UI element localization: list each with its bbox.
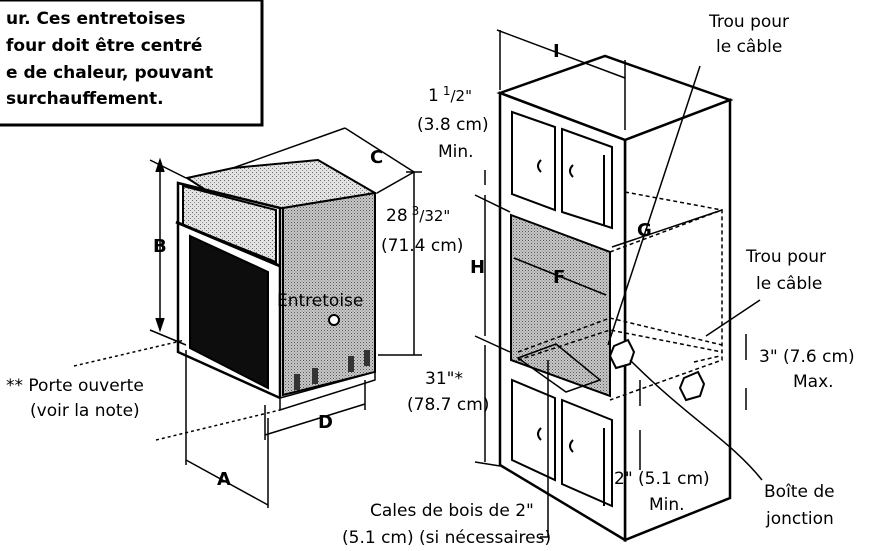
- junction-box-icon: [678, 370, 706, 402]
- spacer-screw-icon: [328, 314, 340, 326]
- spacer-label: Entretoise: [277, 291, 363, 311]
- oven-illustration: [175, 158, 378, 412]
- cabinet-illustration: [496, 54, 734, 543]
- dimension-letter-b: B: [153, 236, 167, 257]
- min-gap-label: 2" (5.1 cm): [614, 469, 710, 489]
- junction-box-label-2: jonction: [765, 509, 834, 529]
- gap-top-min-label: Min.: [438, 142, 474, 162]
- door-open-label: ** Porte ouverte: [6, 376, 144, 396]
- door-note-label: (voir la note): [30, 401, 140, 421]
- dimension-letter-a: A: [217, 469, 231, 490]
- note-line-3: e de chaleur, pouvant: [6, 63, 213, 83]
- wood-shims-label: Cales de bois de 2": [370, 501, 534, 521]
- height-label-cm: (71.4 cm): [381, 236, 463, 256]
- max-gap-label: 3" (7.6 cm): [759, 347, 855, 367]
- max-gap-max-label: Max.: [793, 372, 834, 392]
- note-line-2: four doit être centré: [6, 36, 202, 56]
- dimension-letter-i: I: [553, 41, 560, 62]
- cable-hole-right-label: Trou pour: [745, 247, 826, 267]
- junction-box-label: Boîte de: [764, 482, 835, 502]
- dimension-letter-f: F: [553, 267, 565, 288]
- dimension-letter-d: D: [318, 412, 333, 433]
- cable-hole-top-label: Trou pour: [708, 12, 789, 32]
- cable-hole-right-label-2: le câble: [756, 274, 822, 294]
- gap-top-cm-label: (3.8 cm): [417, 115, 489, 135]
- note-line-4: surchauffement.: [6, 89, 164, 109]
- dimension-letter-c: C: [370, 147, 383, 168]
- note-line-1: ur. Ces entretoises: [6, 9, 186, 29]
- min-gap-min-label: Min.: [649, 495, 685, 515]
- junction-box-icon: [608, 338, 636, 370]
- floor-height-cm-label: (78.7 cm): [407, 395, 489, 415]
- warning-note-box: ur. Ces entretoises four doit être centr…: [0, 0, 264, 127]
- wood-shims-label-2: (5.1 cm) (si nécessaires): [342, 528, 551, 548]
- dimension-letter-h: H: [470, 257, 485, 278]
- floor-height-label: 31"*: [425, 369, 463, 389]
- dimension-letter-g: G: [637, 220, 652, 241]
- cabinet-dimension-lines: [474, 29, 763, 538]
- oven-dimension-lines: [73, 127, 422, 508]
- cable-hole-top-label-2: le câble: [716, 37, 782, 57]
